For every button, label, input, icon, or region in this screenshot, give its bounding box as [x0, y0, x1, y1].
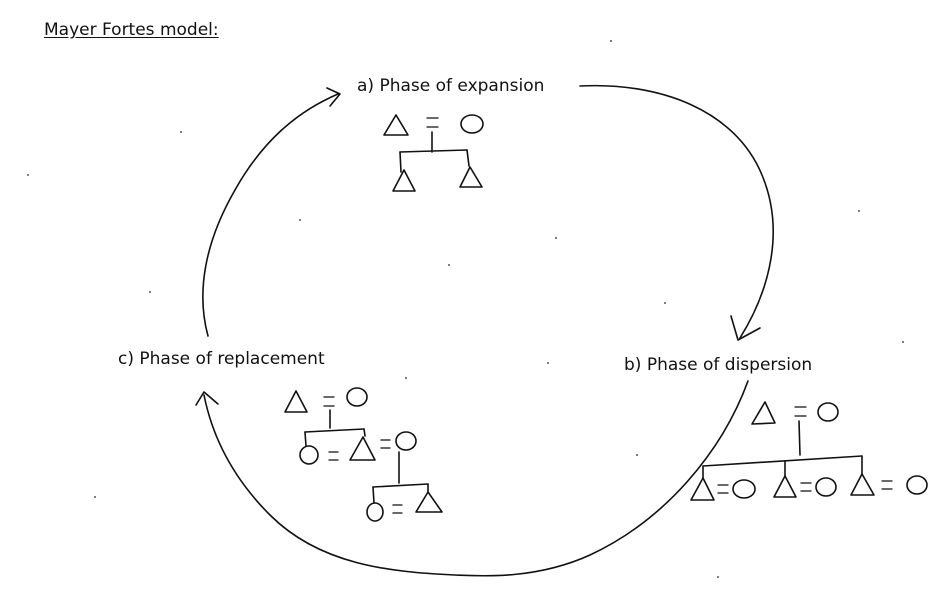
kinship-figure-replacement — [284, 387, 443, 522]
child-line — [466, 149, 470, 167]
scan-speck — [448, 264, 450, 266]
triangle-male-icon — [690, 477, 715, 501]
circle-female-icon — [732, 479, 756, 499]
triangle-male-icon — [349, 436, 376, 461]
scan-speck — [664, 302, 666, 304]
scan-speck — [299, 219, 301, 221]
circle-female-icon — [815, 477, 837, 497]
scan-speck — [405, 377, 407, 379]
arrow-replacement-to-expansion — [202, 93, 339, 337]
circle-female-icon — [906, 475, 928, 495]
diagram-title: Mayer Fortes model: — [44, 20, 219, 40]
arrow-dispersion-to-replacement — [203, 380, 749, 577]
scan-speck — [94, 496, 96, 498]
arrow-expansion-to-dispersion — [579, 84, 774, 339]
triangle-male-icon — [284, 390, 308, 413]
phase-expansion-label: a) Phase of expansion — [357, 76, 545, 96]
scan-speck — [636, 454, 638, 456]
triangle-male-icon — [773, 475, 797, 498]
circle-female-icon — [460, 114, 484, 134]
child-line — [372, 486, 375, 504]
scan-speck — [180, 131, 182, 133]
child-line — [304, 431, 307, 447]
scan-speck — [547, 362, 549, 364]
scan-specks — [27, 40, 904, 578]
circle-female-icon — [366, 502, 384, 522]
triangle-male-icon — [415, 491, 443, 513]
triangle-male-icon — [850, 473, 875, 496]
phase-dispersion-label: b) Phase of dispersion — [624, 355, 813, 375]
scan-speck — [27, 174, 29, 176]
sibling-line — [304, 428, 365, 433]
arrowhead-up-icon — [195, 391, 219, 406]
circle-female-icon — [346, 387, 368, 407]
arrowhead-right-icon — [326, 87, 341, 107]
kinship-figure-expansion — [383, 114, 484, 192]
sibling-line — [399, 149, 468, 153]
child-line — [399, 151, 402, 173]
scan-speck — [902, 341, 904, 343]
scan-speck — [717, 576, 719, 578]
circle-female-icon — [299, 445, 319, 465]
triangle-male-icon — [392, 169, 416, 192]
scan-speck — [149, 291, 151, 293]
sibling-line — [702, 455, 863, 467]
descent-line — [798, 420, 801, 456]
circle-female-icon — [817, 402, 839, 422]
scan-speck — [555, 237, 557, 239]
kinship-figure-dispersion — [690, 401, 928, 501]
phase-replacement-label: c) Phase of replacement — [118, 349, 325, 369]
sibling-line — [372, 483, 429, 488]
child-line — [363, 428, 366, 437]
cycle-arrows — [195, 84, 774, 577]
scan-speck — [610, 40, 612, 42]
scan-speck — [858, 210, 860, 212]
arrowhead-down-icon — [730, 315, 761, 341]
triangle-male-icon — [383, 114, 409, 136]
circle-female-icon — [395, 431, 417, 451]
triangle-male-icon — [751, 401, 776, 425]
triangle-male-icon — [459, 166, 483, 188]
